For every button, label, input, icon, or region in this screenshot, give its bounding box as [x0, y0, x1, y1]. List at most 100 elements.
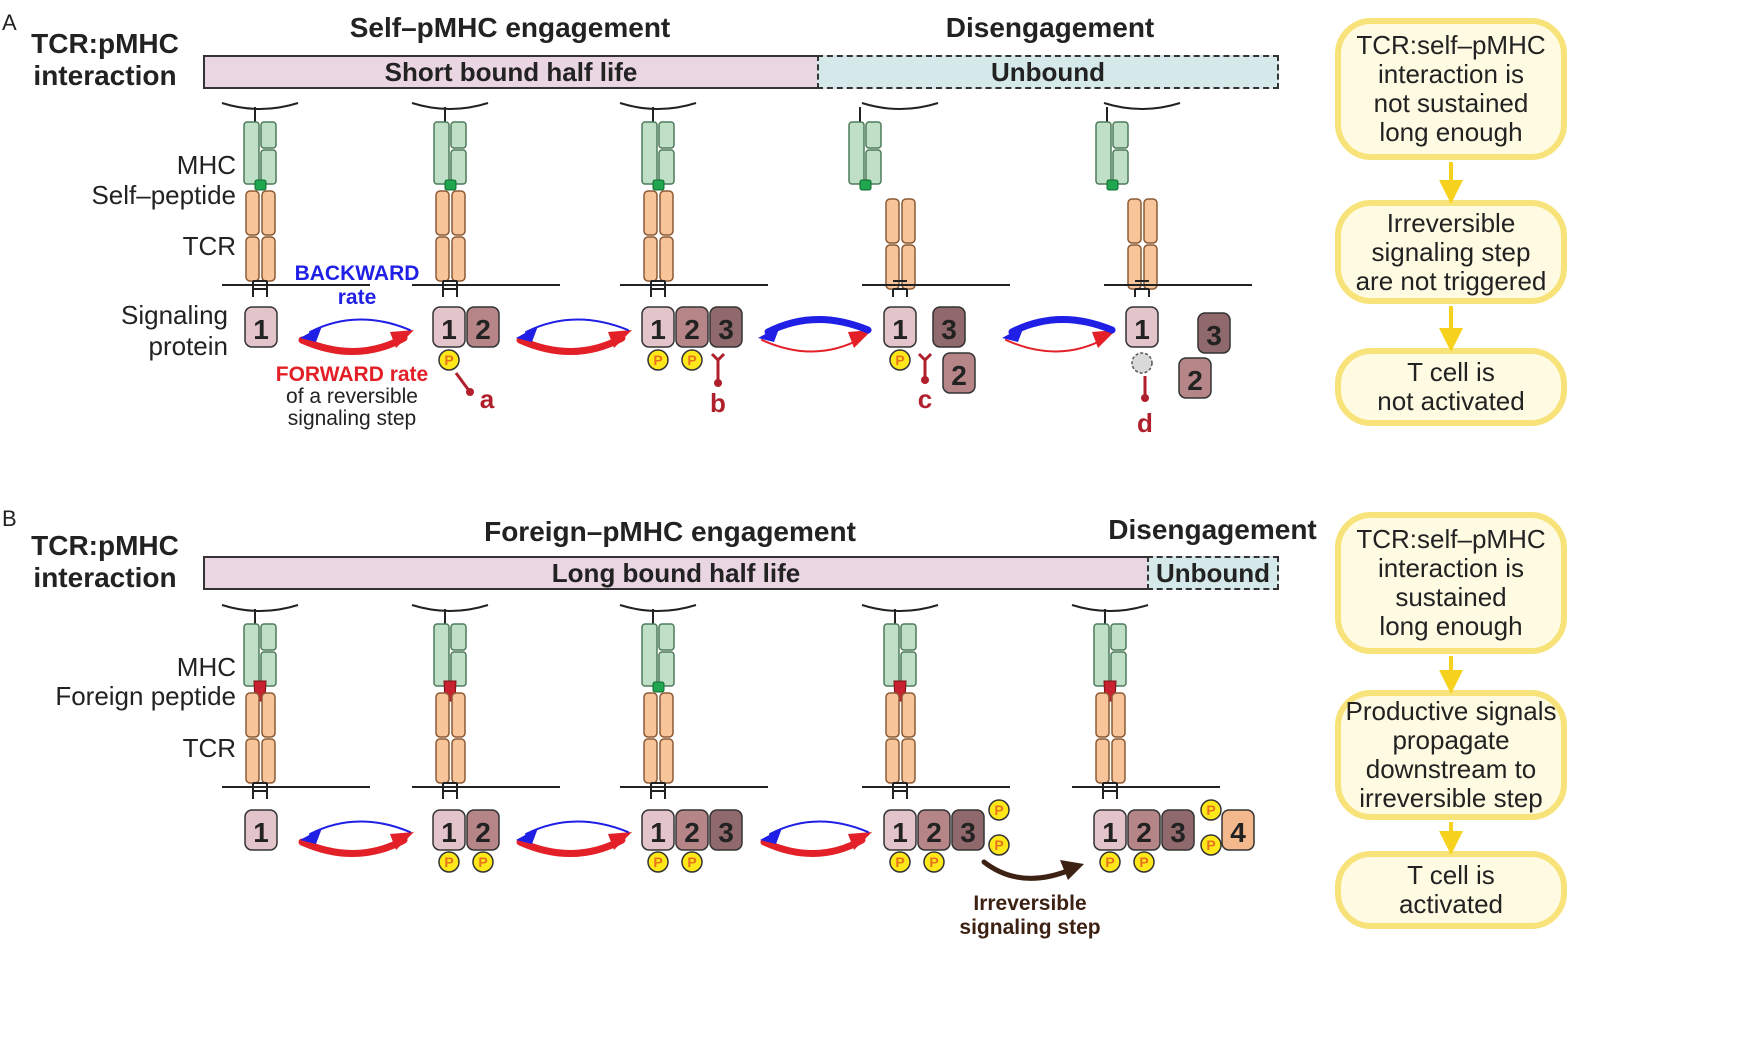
flow-a-box-2: Irreversible signaling step are not trig…	[1335, 200, 1567, 304]
panel-a-tcr-label: TCR	[182, 231, 236, 261]
protein-body	[917, 809, 951, 851]
flow-b-text-2: Productive signals propagate downstream …	[1345, 696, 1557, 813]
protein-body	[466, 809, 500, 851]
protein-body	[1178, 357, 1212, 399]
arrow-head	[760, 828, 782, 844]
tcr-domain	[451, 692, 466, 738]
protein-number: 1	[441, 817, 457, 848]
arrow-shaft	[309, 820, 411, 835]
mhc-alpha-chain	[243, 623, 260, 687]
flow-b-box-1: TCR:self–pMHC interaction is sustained l…	[1335, 512, 1567, 654]
protein-body	[951, 809, 985, 851]
signaling-protein-2: 2	[917, 809, 951, 851]
phosphate-circle	[988, 834, 1010, 856]
apc-membrane	[221, 102, 299, 110]
phosphate-label: P	[687, 352, 696, 368]
signaling-protein-1: 1	[244, 306, 278, 348]
protein-body	[675, 306, 709, 348]
protein-number: 4	[1230, 817, 1246, 848]
panel-a-forward-label-bold: FORWARD rate	[275, 363, 429, 386]
signaling-protein-2: 2	[1127, 809, 1161, 851]
arrow-shaft	[981, 859, 1073, 881]
removed-phosphate	[1131, 352, 1153, 374]
protein-body	[1197, 312, 1231, 354]
marker-dot	[1141, 394, 1149, 402]
mhc-beta-domain-2	[865, 149, 882, 185]
mhc-beta-domain-1	[658, 121, 675, 149]
forward-arrow-a1	[298, 330, 414, 355]
tcr-pmhc-complex	[619, 604, 768, 799]
protein-body	[432, 809, 466, 851]
phosphate-circle	[923, 851, 945, 873]
protein-number: 2	[1187, 365, 1203, 396]
phosphate-group: P	[647, 851, 669, 873]
tcr-domain	[261, 190, 276, 236]
tcr-pmhc-complex	[1071, 604, 1220, 799]
arrow-head	[848, 330, 872, 348]
phosphate-group: P	[681, 349, 703, 371]
arrow-head	[1092, 330, 1116, 348]
arrow-head	[608, 330, 632, 348]
phosphate-label: P	[444, 854, 453, 870]
panel-b-bound-bar: Long bound half life	[203, 556, 1149, 590]
phosphate-label: P	[478, 854, 487, 870]
protein-body	[932, 306, 966, 348]
protein-body	[1127, 809, 1161, 851]
panel-b-unbound-bar: Unbound	[1147, 556, 1279, 590]
panel-b-peptide-label: Foreign peptide	[55, 681, 236, 711]
tcr-domain	[261, 692, 276, 738]
protein-body	[709, 306, 743, 348]
marker-label: c	[918, 384, 932, 414]
phosphate-group: P	[438, 851, 460, 873]
marker-label: b	[710, 388, 726, 418]
signaling-protein-2: 2	[466, 809, 500, 851]
panel-a-signaling-label: Signaling protein	[121, 300, 228, 361]
tcr-domain	[1111, 738, 1126, 784]
apc-membrane	[1071, 604, 1149, 612]
phosphate-circle	[1200, 799, 1222, 821]
tcr-domain	[1095, 692, 1110, 738]
forward-arrow-b3	[760, 832, 872, 857]
forward-arrow-a2	[516, 330, 632, 355]
tcr-domain	[1127, 244, 1142, 290]
signaling-protein-1: 1	[1125, 306, 1159, 348]
phosphate-circle	[681, 851, 703, 873]
phosphate-label: P	[1206, 802, 1215, 818]
protein-number: 1	[253, 817, 269, 848]
phosphate-circle	[1133, 851, 1155, 873]
tcr-pmhc-complex	[221, 604, 370, 799]
mhc-beta-domain-2	[450, 651, 467, 687]
marker-fork	[710, 352, 726, 363]
tcr-domain	[261, 236, 276, 282]
mhc-alpha-chain	[1095, 121, 1112, 185]
phosphate-group: P	[1200, 799, 1222, 821]
protein-number: 1	[650, 817, 666, 848]
self-peptide	[1106, 179, 1119, 191]
protein-body	[466, 306, 500, 348]
signaling-protein-2: 2	[942, 352, 976, 394]
marker-dot	[921, 376, 929, 384]
phosphate-group: P	[923, 851, 945, 873]
tcr-domain	[643, 190, 658, 236]
phosphate-circle	[988, 799, 1010, 821]
panel-a-forward-label-rest: of a reversible signaling step	[286, 385, 418, 430]
flow-b-box-3: T cell is activated	[1335, 851, 1567, 929]
tcr-domain	[435, 738, 450, 784]
arrow-head	[390, 330, 414, 348]
phosphate-group: P	[472, 851, 494, 873]
phosphate-group: P	[681, 851, 703, 873]
arrow-shaft	[309, 318, 411, 333]
panel-a-bound-bar: Short bound half life	[203, 55, 819, 89]
protein-body	[244, 809, 278, 851]
panel-b-interaction-label: TCR:pMHC interaction	[31, 530, 179, 593]
phosphate-label: P	[687, 854, 696, 870]
signaling-protein-2: 2	[1178, 357, 1212, 399]
arrow-shaft	[761, 337, 863, 353]
arrow-head	[1002, 326, 1024, 342]
apc-membrane	[619, 102, 697, 110]
backward-arrow-b1	[300, 820, 411, 844]
apc-membrane	[861, 102, 939, 110]
tcr-pmhc-complex	[411, 102, 560, 297]
mhc-beta-domain-1	[865, 121, 882, 149]
